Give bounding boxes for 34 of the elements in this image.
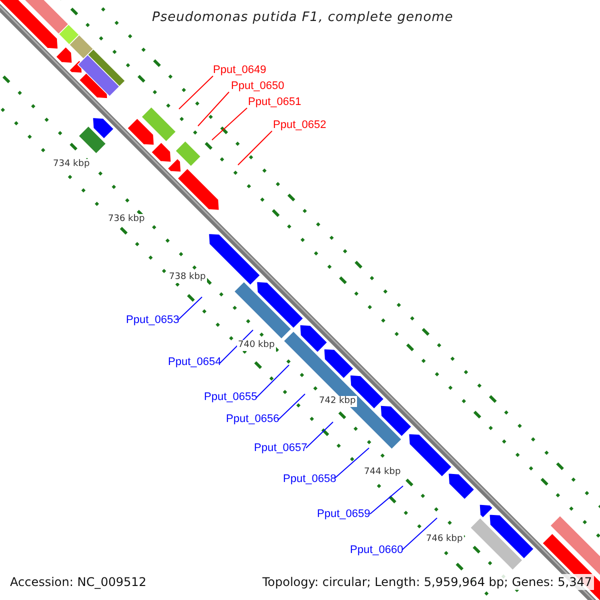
gene-label: Pput_0653 <box>126 315 180 326</box>
leader-line <box>212 108 248 140</box>
tick-label: 740 kbp <box>237 340 276 351</box>
chart-title: Pseudomonas putida F1, complete genome <box>152 11 454 24</box>
leader-line <box>402 518 438 550</box>
leader-line <box>334 448 370 478</box>
gene-label: Pput_0658 <box>283 474 336 485</box>
tick-label: 744 kbp <box>363 467 402 478</box>
leader-line <box>306 422 334 448</box>
gene-label: Pput_0656 <box>226 414 280 425</box>
leader-line <box>370 486 404 514</box>
gene-label: Pput_0655 <box>204 392 258 403</box>
leader-line <box>198 92 230 126</box>
accession-text: Accession: NC_009512 <box>8 574 148 590</box>
tick-label: 746 kbp <box>425 534 464 545</box>
leader-line <box>278 394 306 420</box>
leader-line <box>238 130 272 166</box>
genome-info-text: Topology: circular; Length: 5,959,964 bp; Genes: 5,347 <box>260 574 594 590</box>
gene-label: Pput_0654 <box>168 357 222 368</box>
tick-label: 742 kbp <box>318 396 357 407</box>
gene-label: Pput_0652 <box>273 120 326 131</box>
gene-label: Pput_0659 <box>317 509 370 520</box>
leader-line <box>256 364 290 398</box>
leader-line <box>178 296 202 320</box>
gene-label: Pput_0649 <box>213 65 266 76</box>
tick-label: 738 kbp <box>168 272 207 283</box>
gene-label: Pput_0650 <box>231 81 284 92</box>
leader-line <box>178 76 214 110</box>
gene-label: Pput_0657 <box>254 443 308 454</box>
leader-line <box>220 330 254 364</box>
gene-label: Pput_0660 <box>350 545 404 556</box>
tick-label: 734 kbp <box>52 159 91 170</box>
gene-label: Pput_0651 <box>248 97 302 108</box>
tick-label: 736 kbp <box>107 214 146 225</box>
